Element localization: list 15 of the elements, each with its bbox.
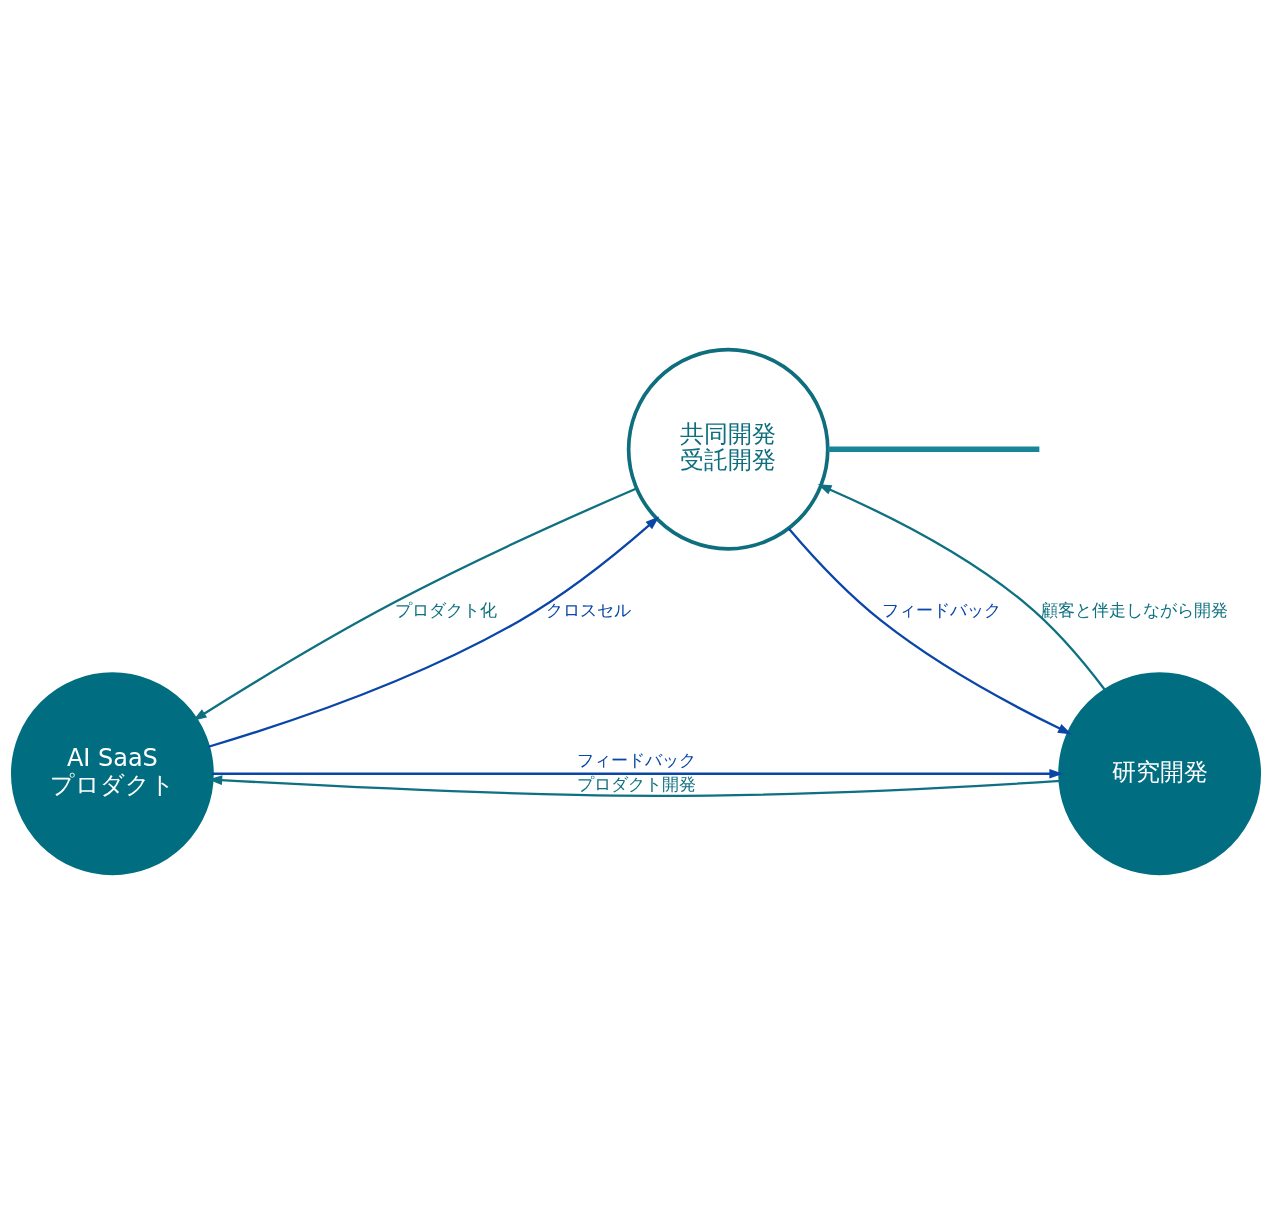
edge-label: フィードバック [576,750,696,770]
edge-label: プロダクト化 [395,600,498,620]
node-circle: 共同開発 受託開発 [626,347,830,551]
edge-label: フィードバック [882,600,1002,620]
arrow [212,768,1064,779]
arrow [787,527,1072,735]
edge-label: プロダクト開発 [576,774,696,794]
edge-label: 顧客と伴走しながら開発 [1041,600,1229,620]
arrow [208,775,1061,797]
connector [828,446,1040,452]
node-circle: AI SaaS プロダクト [10,672,214,876]
edge-label: クロスセル [545,600,631,620]
arrow [192,487,637,721]
arrow [817,484,1107,691]
arrow [208,516,660,748]
